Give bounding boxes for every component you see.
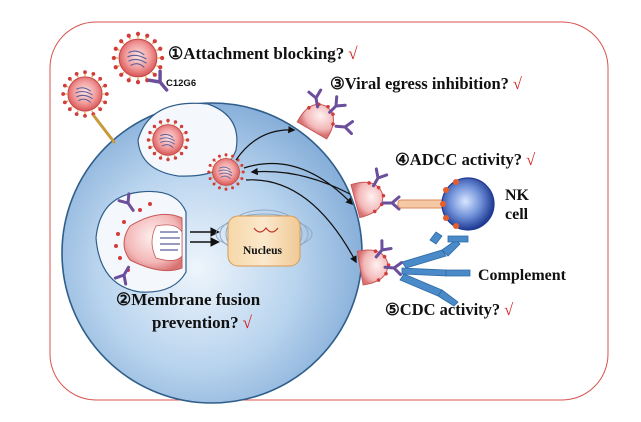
label-viral-egress: ③Viral egress inhibition?√ <box>330 74 522 93</box>
nucleus <box>215 209 313 267</box>
fusion-vesicle <box>95 190 187 293</box>
check-mark: √ <box>242 313 252 332</box>
label-adcc: ④ADCC activity?√ <box>395 150 536 169</box>
label-nucleus: Nucleus <box>243 245 282 257</box>
check-mark: √ <box>526 150 536 169</box>
egress-arrows <box>235 126 357 264</box>
label-cdc: ⑤CDC activity?√ <box>385 300 514 319</box>
complement-complex <box>399 231 471 307</box>
extracellular-virus-left <box>60 69 116 144</box>
endosome-vesicle <box>137 102 238 177</box>
label-antibody: C12G6 <box>166 78 197 89</box>
entry-arrows <box>190 227 220 247</box>
check-mark: √ <box>512 74 522 93</box>
check-mark: √ <box>504 300 514 319</box>
label-membrane-fusion: ②Membrane fusion <box>116 290 261 309</box>
label-attachment-blocking: ①Attachment blocking?√ <box>168 44 358 63</box>
nk-cell <box>397 177 495 231</box>
label-fusion-prevention: prevention?√ <box>152 313 252 332</box>
label-complement: Complement <box>478 267 566 284</box>
check-mark: √ <box>348 44 358 63</box>
